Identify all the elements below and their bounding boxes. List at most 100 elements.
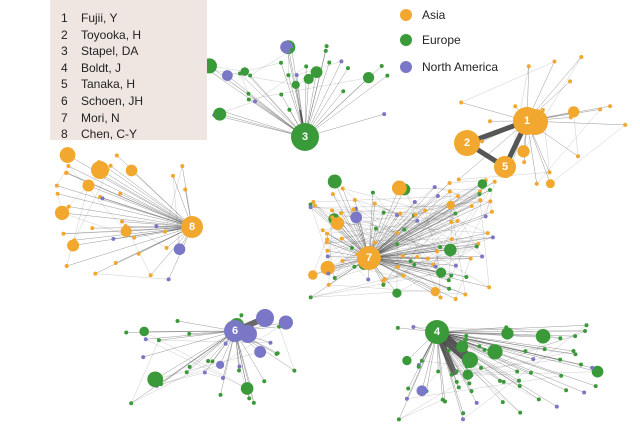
coauthor-node <box>398 211 403 216</box>
coauthor-node <box>449 372 454 377</box>
coauthor-node <box>542 347 547 352</box>
coauthor-edge <box>219 113 306 138</box>
coauthor-node <box>349 245 354 250</box>
coauthor-node <box>54 205 70 220</box>
coauthor-node <box>385 73 390 78</box>
coauthor-node <box>547 170 552 175</box>
coauthor-node <box>124 330 129 335</box>
coauthor-edge <box>122 221 193 228</box>
coauthor-edge <box>314 205 370 259</box>
coauthor-node <box>416 385 428 397</box>
coauthor-node <box>430 286 440 297</box>
coauthor-node <box>326 271 331 276</box>
coauthor-node <box>515 369 520 374</box>
coauthor-edge <box>310 272 442 298</box>
coauthor-node <box>82 179 95 192</box>
coauthor-edge <box>98 161 193 228</box>
coauthor-node <box>187 331 192 336</box>
coauthor-edge <box>341 238 358 255</box>
coauthor-edge <box>404 189 441 248</box>
coauthor-edge <box>131 330 236 404</box>
coauthor-node <box>246 97 251 102</box>
coauthor-node <box>483 214 488 219</box>
key-entry-number: 2 <box>61 27 68 42</box>
coauthor-edge <box>310 207 370 259</box>
coauthor-edge <box>436 331 567 391</box>
coauthor-node <box>402 355 412 366</box>
coauthor-node <box>240 382 254 395</box>
coauthor-node <box>501 379 506 384</box>
coauthor-node <box>573 334 578 339</box>
coauthor-node <box>480 254 485 259</box>
coauthor-node <box>278 315 293 330</box>
coauthor-node <box>444 243 457 257</box>
coauthor-edge <box>354 266 450 289</box>
coauthor-edge <box>310 266 436 298</box>
coauthor-node <box>522 160 527 165</box>
coauthor-edge <box>403 204 451 276</box>
coauthor-edge <box>326 228 376 234</box>
coauthor-node <box>64 170 69 175</box>
coauthor-node <box>247 396 252 401</box>
coauthor-node <box>54 183 59 188</box>
coauthor-node <box>291 80 300 89</box>
key-entry-number: 3 <box>61 44 68 59</box>
coauthor-edge <box>479 194 490 288</box>
coauthor-edge <box>310 205 472 208</box>
hub-node-4 <box>425 320 449 344</box>
coauthor-node <box>558 357 563 362</box>
coauthor-node <box>254 346 267 358</box>
coauthor-node <box>274 351 279 356</box>
coauthor-node <box>345 66 350 71</box>
coauthor-node <box>372 201 377 206</box>
coauthor-node <box>449 273 454 278</box>
coauthor-edge <box>550 124 626 184</box>
coauthor-edge <box>342 188 426 211</box>
coauthor-node <box>239 313 244 318</box>
coauthor-edge <box>327 213 456 251</box>
coauthor-edge <box>368 187 400 259</box>
coauthor-edge <box>206 68 249 94</box>
coauthor-edge <box>368 257 450 289</box>
coauthor-node <box>523 349 528 354</box>
coauthor-node <box>251 400 256 405</box>
coauthor-node <box>492 179 497 184</box>
coauthor-edge <box>326 237 493 243</box>
coauthor-edge <box>158 330 236 341</box>
coauthor-node <box>91 161 109 179</box>
coauthor-edge <box>62 212 193 228</box>
coauthor-node <box>464 274 469 279</box>
coauthor-node <box>141 355 146 360</box>
coauthor-edge <box>368 243 479 259</box>
coauthor-node <box>402 227 407 232</box>
coauthor-node <box>456 340 469 353</box>
coauthor-edge <box>384 243 479 280</box>
coauthor-edge <box>406 375 562 399</box>
legend-entry: North America <box>400 60 498 74</box>
coauthor-node <box>64 264 69 269</box>
coauthor-edge <box>462 325 587 420</box>
coauthor-node <box>582 328 587 333</box>
coauthor-edge <box>436 331 545 350</box>
coauthor-node <box>129 401 134 406</box>
coauthor-node <box>453 296 458 301</box>
coauthor-node <box>308 270 318 280</box>
coauthor-edge <box>304 75 388 138</box>
coauthor-node <box>479 365 484 370</box>
coauthor-edge <box>355 208 490 288</box>
legend-label: Asia <box>422 8 446 22</box>
coauthor-node <box>463 292 468 297</box>
hub-label: 8 <box>189 221 195 233</box>
coauthor-edge <box>220 326 280 365</box>
coauthor-node <box>395 242 400 247</box>
coauthor-node <box>382 112 387 117</box>
coauthor-node <box>531 357 536 362</box>
coauthor-node <box>488 199 493 204</box>
coauthor-node <box>593 384 598 389</box>
coauthor-node <box>623 122 628 127</box>
coauthor-node <box>500 400 505 405</box>
coauthor-edge <box>467 350 574 375</box>
coauthor-node <box>279 60 284 65</box>
